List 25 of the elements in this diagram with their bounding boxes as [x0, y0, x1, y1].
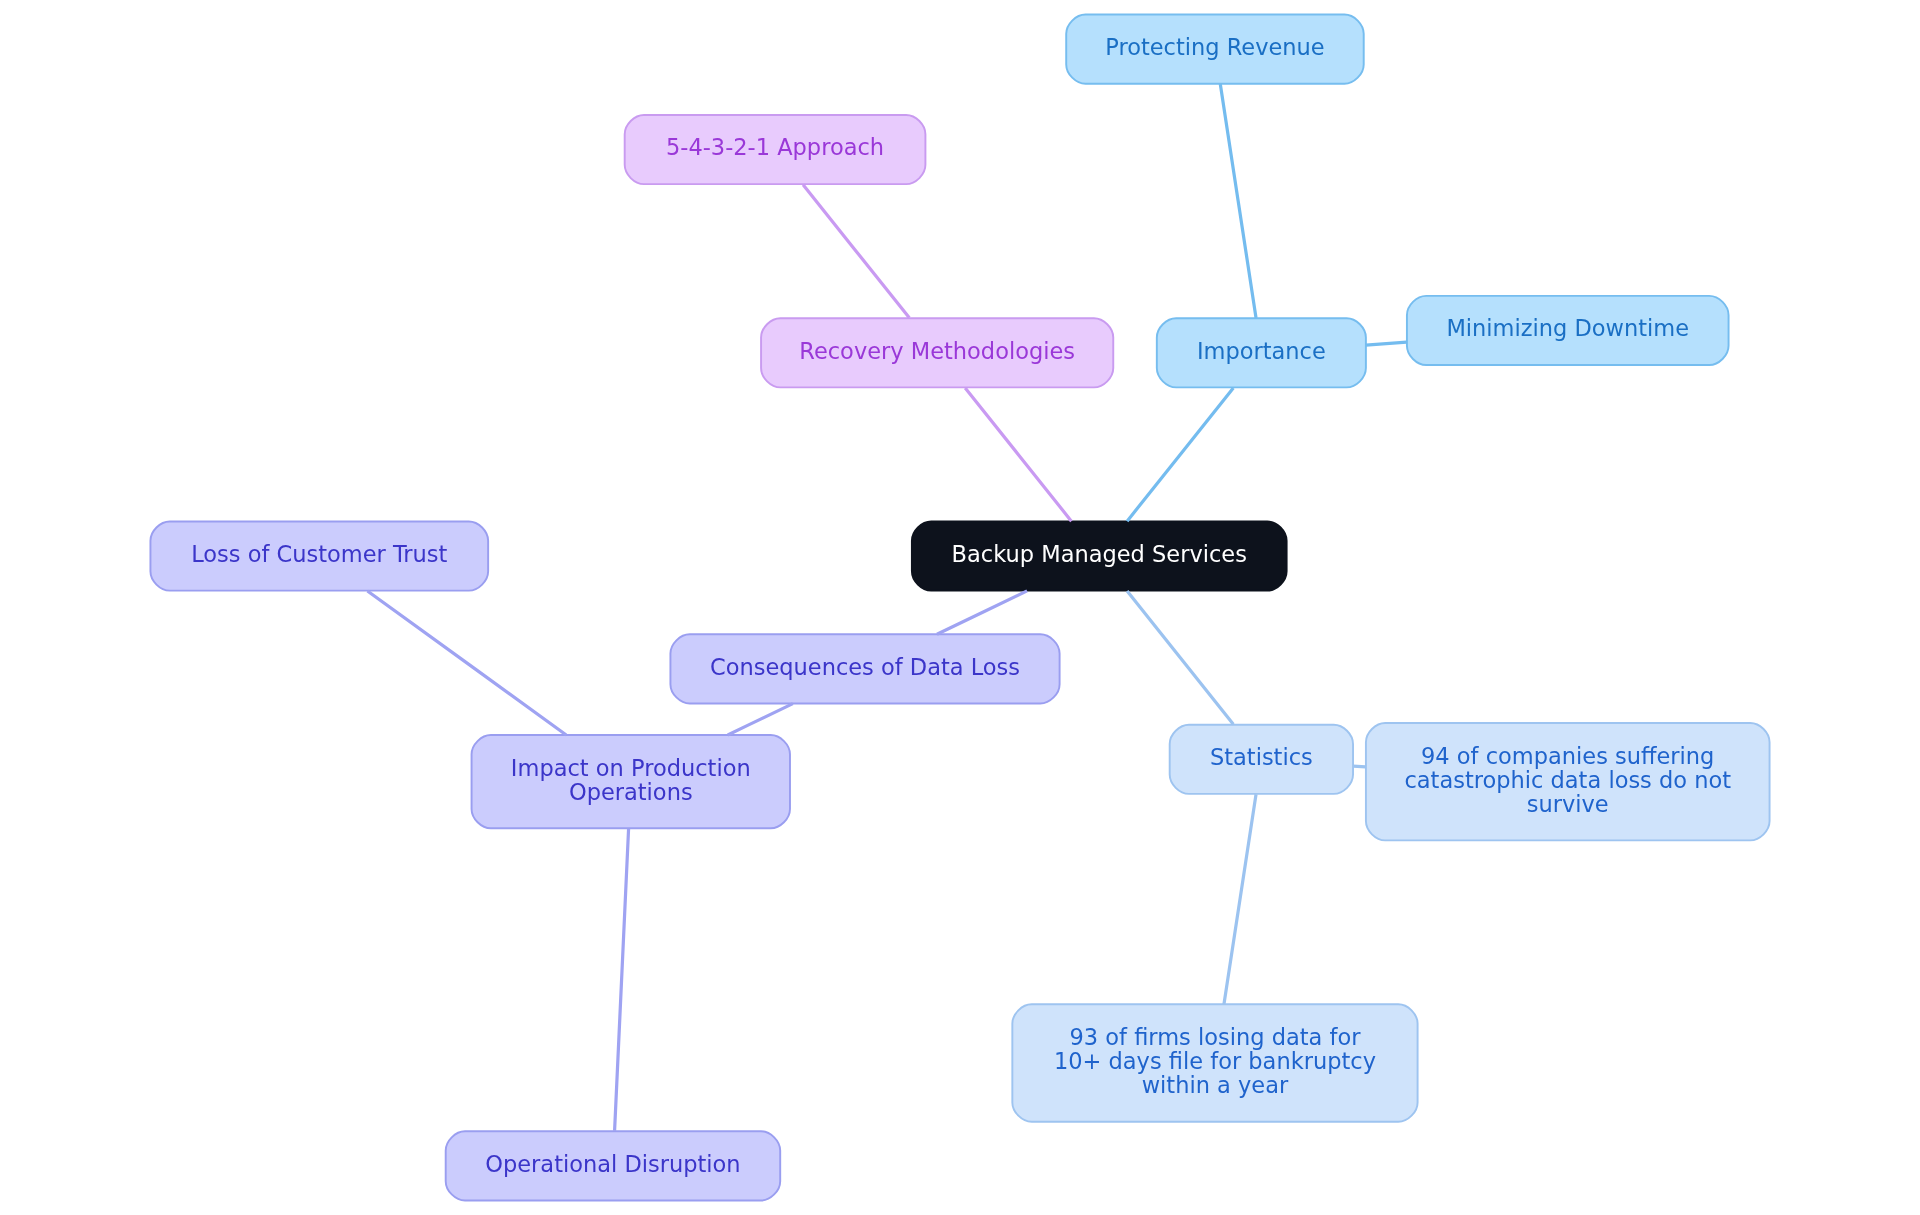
- node-box: Consequences of Data Loss: [669, 633, 1061, 705]
- node-box: Backup Managed Services: [910, 520, 1288, 592]
- node-box: Loss of Customer Trust: [149, 520, 490, 592]
- connector: [1353, 764, 1366, 769]
- connector: [801, 183, 911, 319]
- node-box: Statistics: [1168, 723, 1354, 795]
- node-box: Impact on Production Operations: [470, 734, 791, 830]
- connector: [1222, 793, 1258, 1005]
- connector: [1125, 590, 1235, 726]
- connector: [1125, 386, 1235, 523]
- node-box: Importance: [1155, 317, 1367, 389]
- connector: [366, 589, 568, 737]
- node-box: Recovery Methodologies: [760, 317, 1115, 389]
- connector: [612, 828, 631, 1131]
- node-box: 5-4-3-2-1 Approach: [623, 114, 927, 186]
- connector: [936, 589, 1028, 636]
- node-box: Minimizing Downtime: [1405, 294, 1730, 366]
- connector: [1365, 340, 1407, 347]
- node-box: Operational Disruption: [444, 1130, 782, 1202]
- node-box: Protecting Revenue: [1065, 13, 1365, 85]
- connector: [1218, 83, 1258, 319]
- connector: [727, 702, 794, 737]
- node-box: 93 of firms losing data for 10+ days file for bankruptcy within a year: [1011, 1003, 1419, 1123]
- node-box: 94 of companies suffering catastrophic data loss do not survive: [1364, 722, 1771, 842]
- connector: [963, 386, 1073, 523]
